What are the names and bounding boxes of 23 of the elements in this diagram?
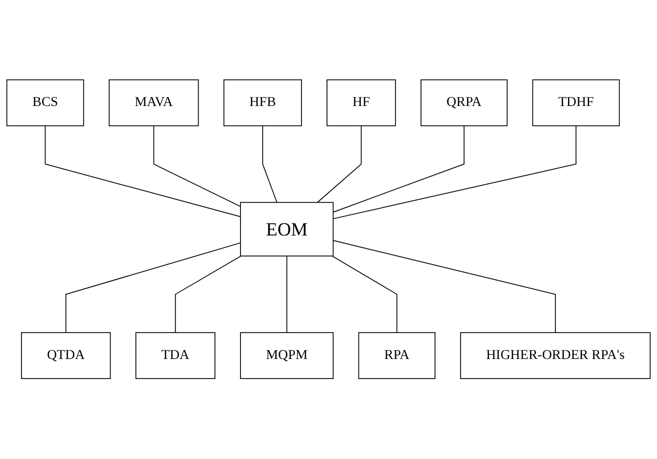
connector	[286, 256, 288, 334]
node-box: HIGHER-ORDER RPA's	[460, 332, 651, 380]
node-box: QTDA	[21, 332, 111, 380]
connector	[65, 242, 241, 334]
connector	[332, 126, 465, 213]
node-box: HF	[326, 80, 396, 126]
node-box: HFB	[223, 80, 302, 126]
connector	[332, 240, 556, 334]
connector	[332, 126, 576, 220]
node-box: RPA	[358, 332, 436, 380]
node-box: EOM	[240, 202, 334, 257]
node-box: MAVA	[108, 80, 199, 126]
node-box: BCS	[6, 80, 84, 126]
node-box: TDA	[135, 332, 216, 380]
node-box: QRPA	[420, 80, 508, 126]
connector	[44, 126, 241, 218]
connector	[262, 126, 278, 204]
node-box: MQPM	[240, 332, 334, 380]
node-box: TDHF	[532, 80, 620, 126]
connector	[317, 126, 362, 204]
connector	[153, 126, 241, 208]
connector	[332, 256, 398, 334]
connector	[174, 256, 242, 334]
